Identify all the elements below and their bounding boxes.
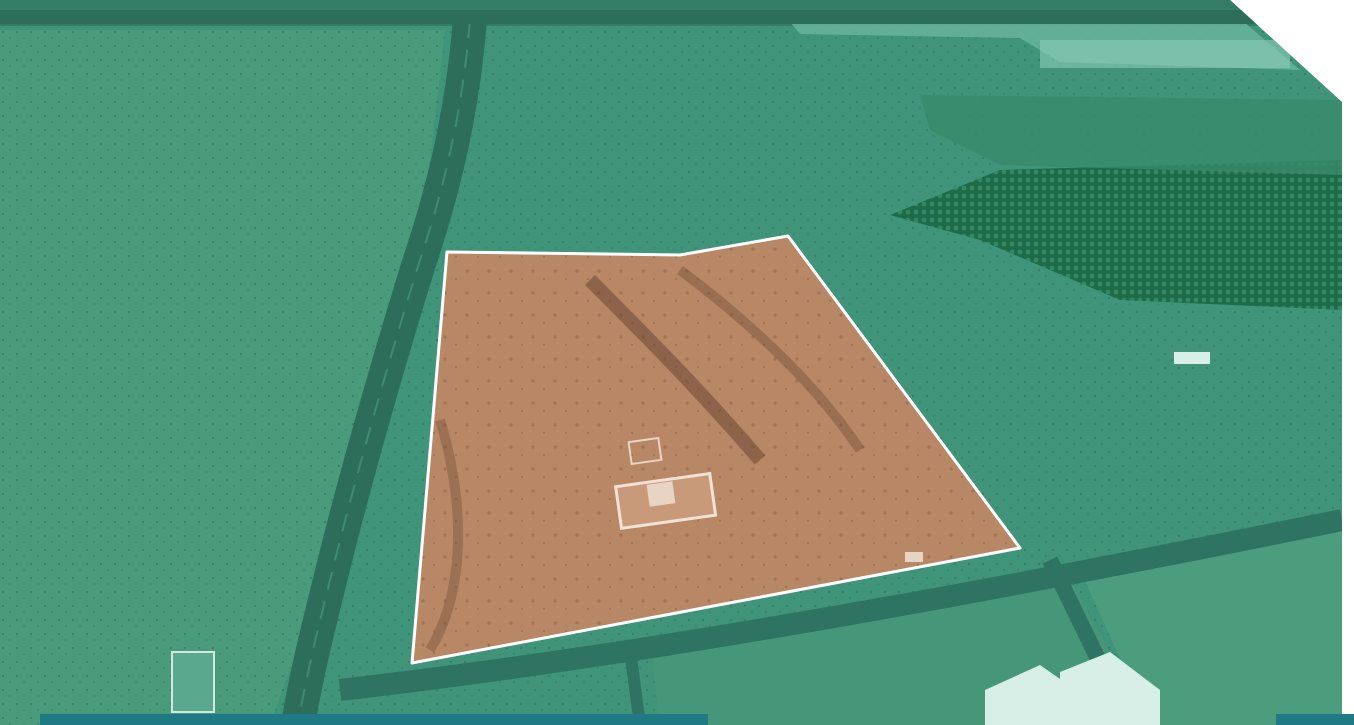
caption-bar-left (40, 714, 708, 725)
caption-bar-right (1276, 714, 1354, 725)
